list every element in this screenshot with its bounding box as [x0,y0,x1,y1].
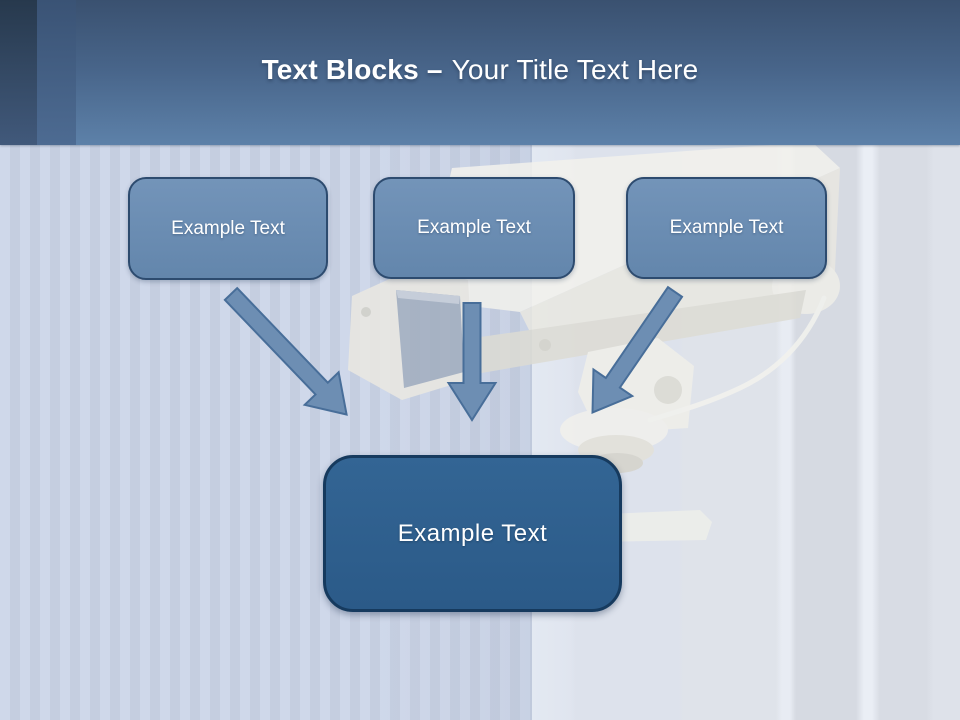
accent-band-medium [37,0,76,145]
slide-title: Text Blocks – Your Title Text Here [0,54,960,86]
arrow-down-right-icon [223,286,348,416]
slide-title-topic: Text Blocks – [261,54,443,85]
slide-title-placeholder: Your Title Text Here [451,54,699,85]
text-block-2-label: Example Text [417,217,531,238]
text-block-center[interactable]: Example Text [323,455,622,612]
title-bar: Text Blocks – Your Title Text Here [0,0,960,145]
text-block-3[interactable]: Example Text [626,177,827,279]
arrow-down-left-icon [591,285,684,414]
accent-band-dark [0,0,37,145]
arrow-down-icon [446,302,498,422]
text-block-center-label: Example Text [397,519,548,547]
text-block-3-label: Example Text [669,217,784,238]
text-block-1-label: Example Text [171,217,285,239]
text-block-1[interactable]: Example Text [128,177,328,280]
text-block-2[interactable]: Example Text [373,177,575,279]
